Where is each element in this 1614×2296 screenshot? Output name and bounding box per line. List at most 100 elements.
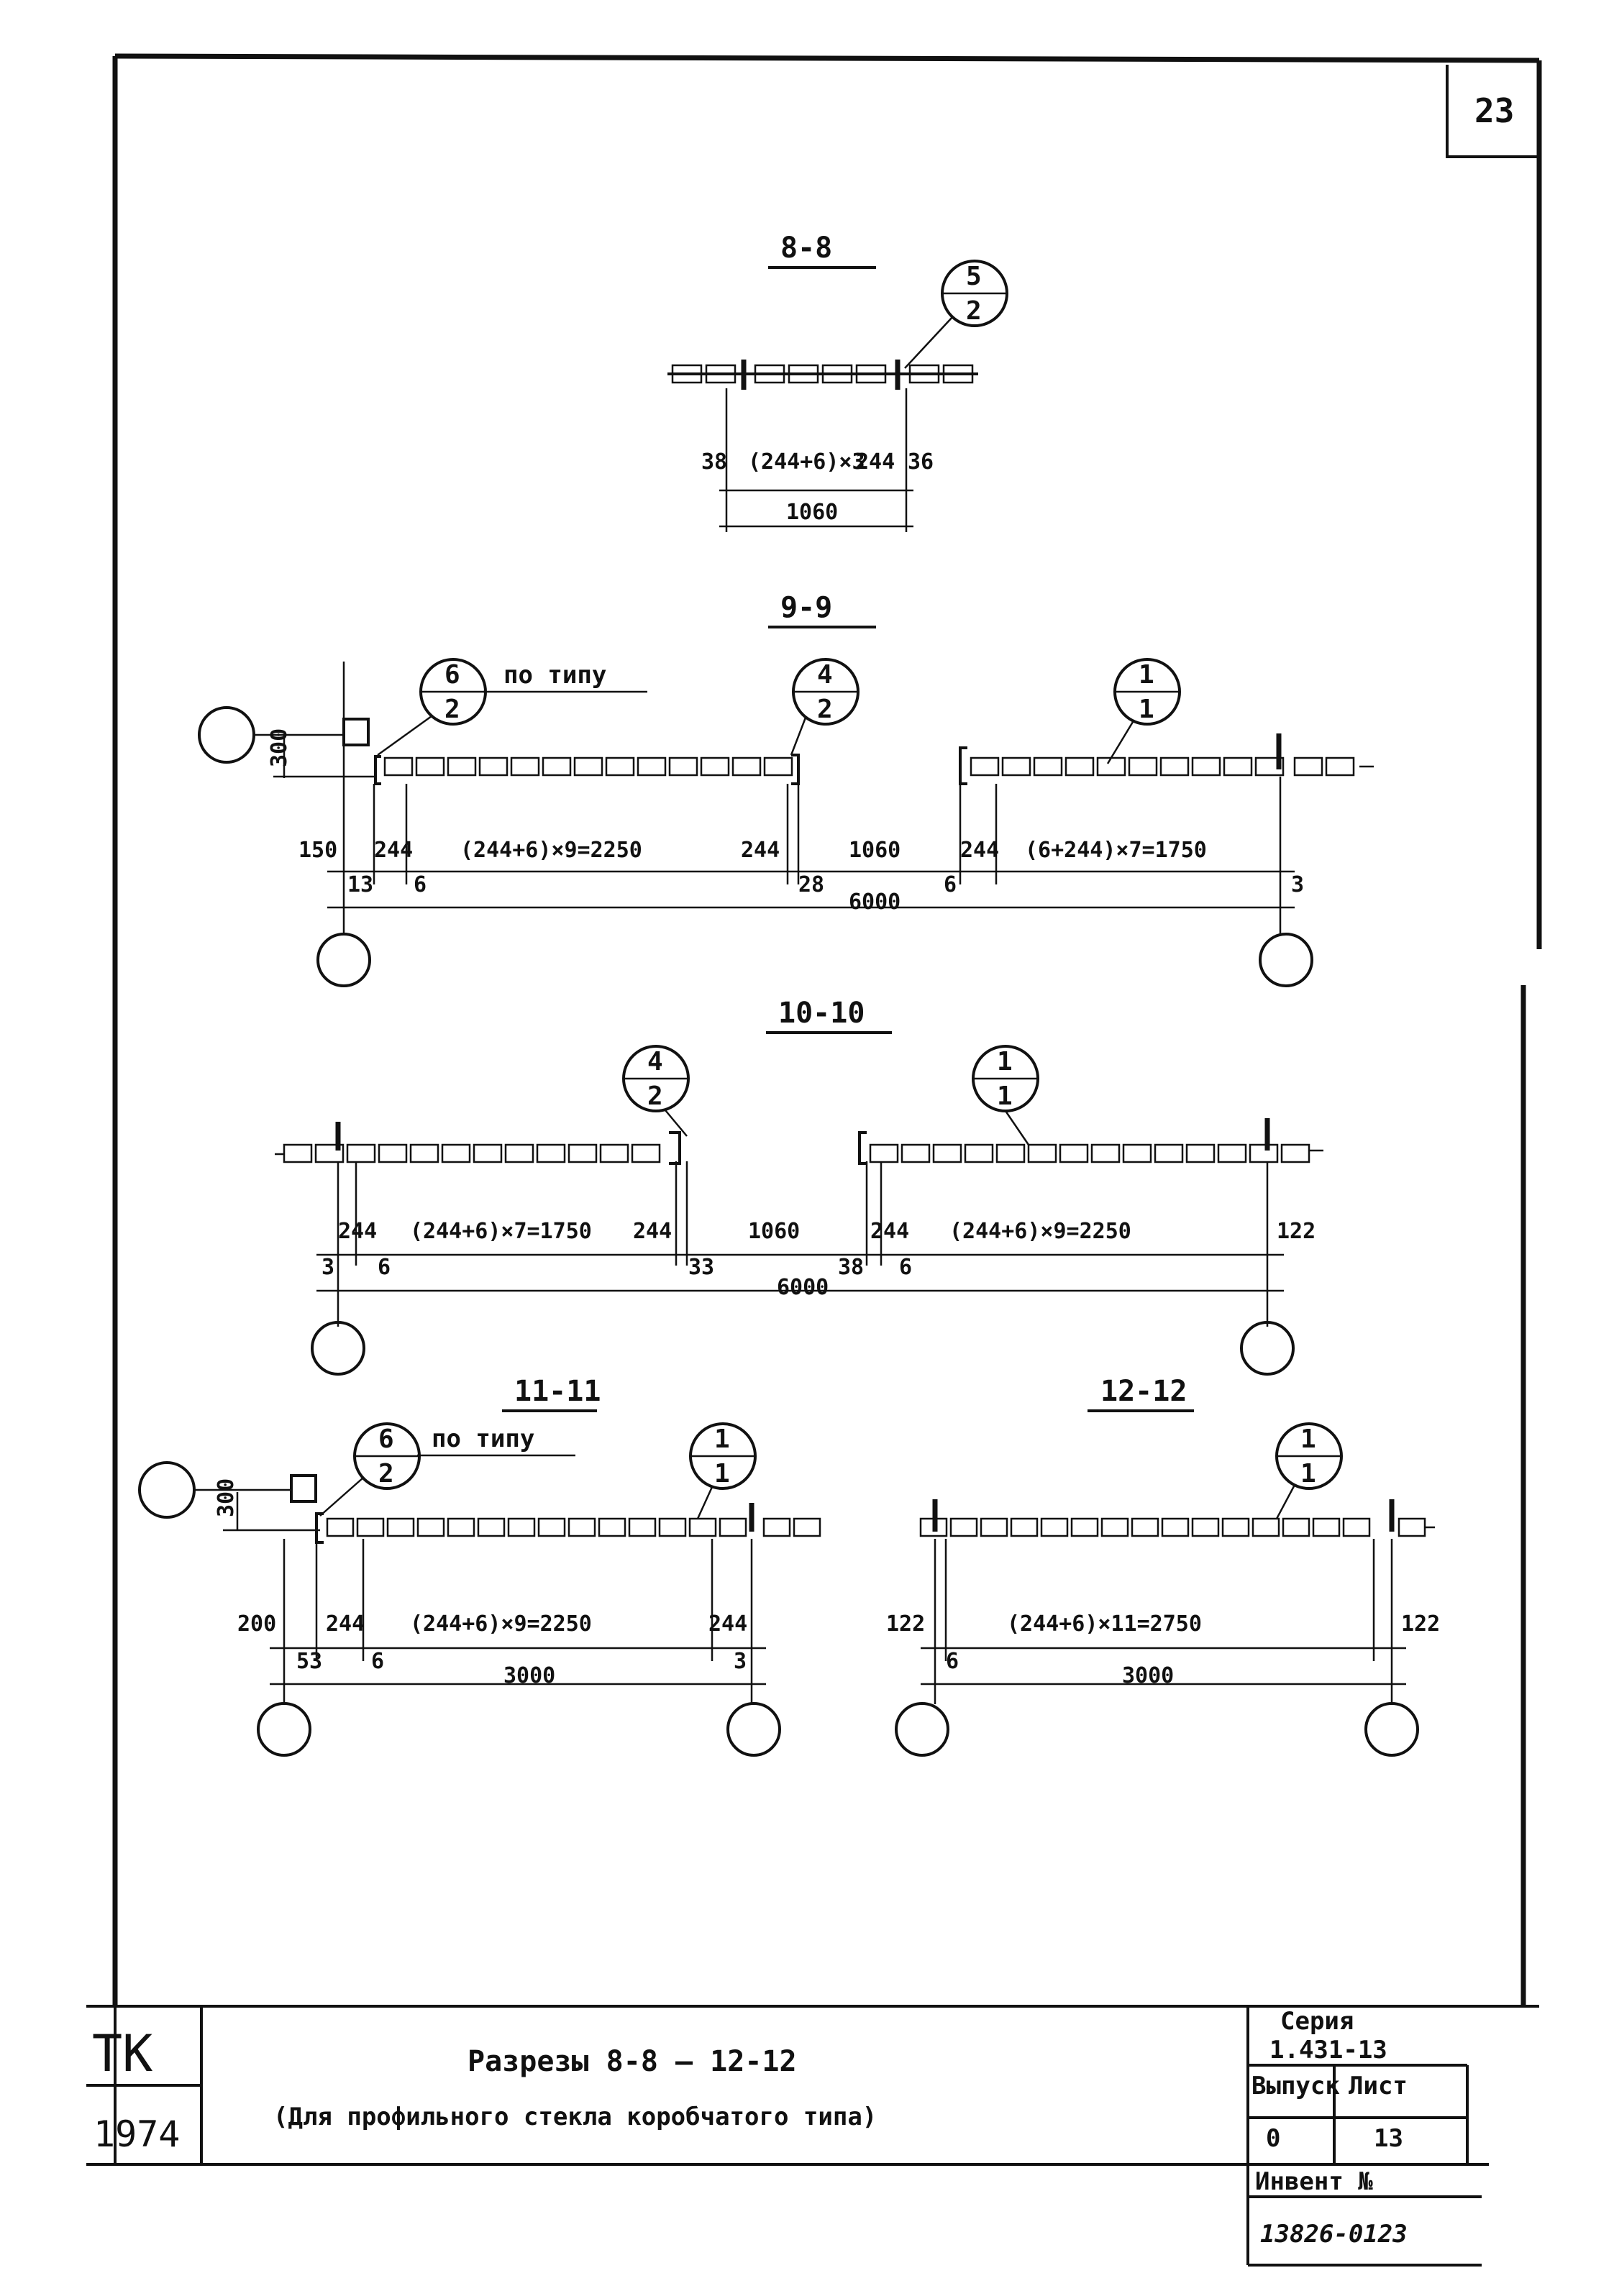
dimension-label: 13 — [347, 872, 373, 897]
glass-profile-11-11 — [315, 1503, 821, 1544]
dimension-label: 38 — [838, 1255, 864, 1280]
dimension-label: 2 — [378, 1459, 394, 1488]
dimension-label: 122 — [886, 1611, 925, 1637]
dimension-label: 1 — [714, 1459, 730, 1488]
dimension-label: 244 — [374, 838, 413, 863]
dimension-label: 300 — [214, 1478, 239, 1517]
drawing-subtitle: (Для профильного стекла коробчатого типа… — [273, 2103, 877, 2131]
dimension-label: 3 — [1291, 872, 1304, 897]
dimension-label: 6000 — [849, 889, 901, 915]
dimension-label: 244 — [741, 838, 780, 863]
dimension-label: 6000 — [777, 1275, 829, 1300]
dimension-label: 6 — [414, 872, 427, 897]
dimension-label: 244 — [960, 838, 999, 863]
section-8-8: 8-8 5 2 38 (244+6)×3 — [667, 232, 1008, 532]
dimension-label: 200 — [237, 1611, 276, 1637]
dimension-label: 6 — [444, 660, 460, 690]
glass-profile-10-10-right — [858, 1118, 1323, 1165]
inventory-value: 13826-0123 — [1260, 2220, 1408, 2249]
dimension-label: (6+244)×7=1750 — [1025, 838, 1207, 863]
sheet-number: 23 — [1474, 91, 1514, 130]
note-po-tipu-9-9: по типу — [503, 661, 606, 690]
dimension-label: 2 — [966, 296, 982, 326]
dimension-label: 1060 — [849, 838, 901, 863]
title-block: ТК 1974 Разрезы 8-8 – 12-12 (Для профиль… — [86, 2006, 1482, 2267]
marker-9-9-a: 6 2 — [377, 658, 487, 756]
dimension-label: 4 — [647, 1047, 663, 1076]
dimension-label: 6 — [371, 1649, 384, 1674]
marker-9-9-b: 4 2 — [790, 658, 860, 756]
dims-10-10: 244 (244+6)×7=1750 244 1060 244 (244+6)×… — [316, 1161, 1316, 1327]
stamp-year: 1974 — [94, 2113, 180, 2155]
section-9-9: 9-9 по типу 6 2 4 2 1 1 300 — [198, 591, 1374, 987]
dimension-label: 1060 — [786, 500, 838, 525]
dimension-label: 3 — [734, 1649, 747, 1674]
dims-12-12: 122 (244+6)×11=2750 122 6 3000 — [886, 1539, 1440, 1704]
dimension-label: 2 — [444, 695, 460, 724]
page-label: Лист — [1349, 2072, 1408, 2100]
glass-profile-9-9-left — [374, 754, 800, 785]
dimension-label: 150 — [298, 838, 337, 863]
dimension-label: 5 — [966, 262, 982, 291]
dimension-label: 36 — [908, 449, 934, 475]
dimension-label: 122 — [1277, 1219, 1316, 1244]
dimension-label: (244+6)×7=1750 — [410, 1219, 592, 1244]
glass-profile-10-10-left — [275, 1122, 681, 1165]
marker-8-8-a: 5 2 — [904, 260, 1008, 369]
dimension-label: 6 — [944, 872, 957, 897]
dimension-label: 6 — [378, 1255, 391, 1280]
dimension-label: 28 — [798, 872, 824, 897]
dimension-label: (244+6)×3 — [748, 449, 865, 475]
marker-11-11-a: 6 2 — [319, 1422, 421, 1517]
dims-11-11: 200 244 (244+6)×9=2250 244 53 6 3000 3 — [237, 1539, 766, 1704]
page-value: 13 — [1374, 2124, 1403, 2153]
dimension-label: 1 — [1300, 1459, 1316, 1488]
section-title-9-9: 9-9 — [780, 591, 832, 624]
dimension-label: 1 — [1139, 695, 1154, 724]
glass-profile-8-8 — [667, 360, 978, 390]
dimension-label: 1 — [714, 1424, 730, 1454]
dimension-label: 122 — [1401, 1611, 1440, 1637]
dims-8-8: 38 (244+6)×3 244 36 1060 — [701, 388, 934, 532]
section-title-12-12: 12-12 — [1100, 1375, 1187, 1408]
section-title-10-10: 10-10 — [778, 997, 865, 1030]
dimension-label: 1060 — [748, 1219, 800, 1244]
dims-9-9: 150 244 (244+6)×9=2250 244 1060 244 (6+2… — [298, 662, 1304, 935]
section-10-10: 10-10 4 2 1 1 — [275, 997, 1323, 1376]
dimension-label: (244+6)×9=2250 — [949, 1219, 1131, 1244]
dimension-label: 6 — [899, 1255, 912, 1280]
marker-11-11-b: 1 1 — [689, 1422, 757, 1519]
section-title-8-8: 8-8 — [780, 232, 832, 265]
sheet-number-box: 23 — [1446, 65, 1539, 158]
dimension-label: (244+6)×9=2250 — [410, 1611, 592, 1637]
marker-12-12-a: 1 1 — [1275, 1422, 1343, 1519]
stamp-tk: ТК — [92, 2024, 152, 2083]
dimension-label: 38 — [701, 449, 727, 475]
dimension-label: 33 — [688, 1255, 714, 1280]
drawing-title: Разрезы 8-8 – 12-12 — [468, 2045, 797, 2078]
inventory-label: Инвент № — [1255, 2167, 1373, 2196]
dimension-label: 244 — [338, 1219, 377, 1244]
dimension-label: 1 — [997, 1047, 1013, 1076]
note-po-tipu-11-11: по типу — [432, 1424, 534, 1453]
dimension-label: 6 — [946, 1649, 959, 1674]
section-title-11-11: 11-11 — [514, 1375, 601, 1408]
dimension-label: 1 — [997, 1081, 1013, 1111]
dimension-label: 1 — [1139, 660, 1154, 690]
dimension-label: 3000 — [1122, 1663, 1174, 1688]
dimension-label: 244 — [326, 1611, 365, 1637]
series-value: 1.431-13 — [1269, 2036, 1387, 2064]
dimension-label: 6 — [378, 1424, 394, 1454]
dimension-label: (244+6)×11=2750 — [1007, 1611, 1202, 1637]
section-11-11: 11-11 по типу 6 2 1 1 300 — [138, 1375, 821, 1757]
dimension-label: 3000 — [503, 1663, 555, 1688]
glass-profile-9-9-right — [959, 733, 1374, 785]
dimension-label: 53 — [296, 1649, 322, 1674]
dimension-label: 4 — [817, 660, 833, 690]
dimension-label: 2 — [647, 1081, 663, 1111]
issue-label: Выпуск — [1251, 2072, 1340, 2100]
dimension-label: 244 — [633, 1219, 672, 1244]
series-label: Серия — [1280, 2007, 1354, 2036]
dimension-label: 3 — [322, 1255, 334, 1280]
